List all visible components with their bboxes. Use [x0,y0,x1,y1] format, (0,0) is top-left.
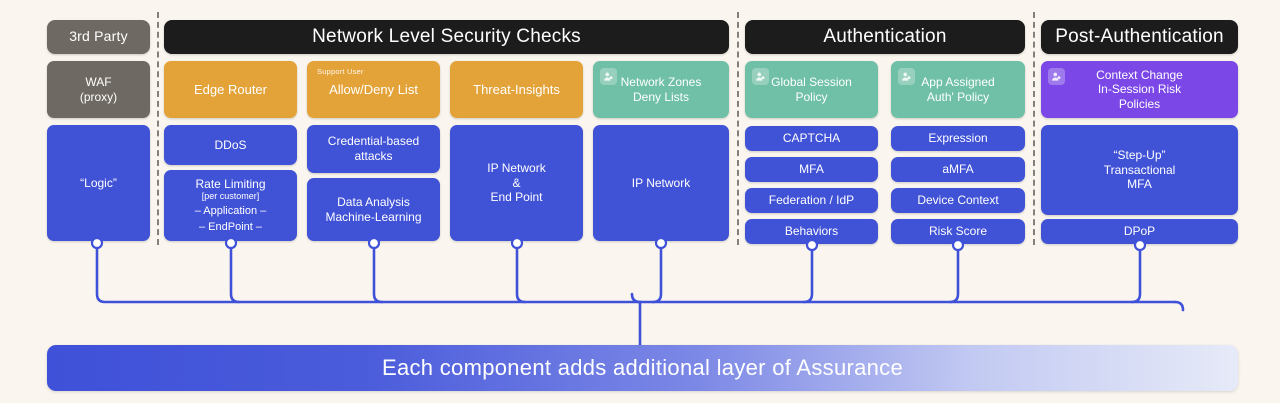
tile-amfa[interactable]: aMFA [891,157,1025,182]
tile-expression-label: Expression [928,131,988,146]
tile-credential-line1: Credential-based [327,134,420,149]
tile-federation-idp-label: Federation / IdP [768,193,855,208]
tile-mfa[interactable]: MFA [745,157,878,182]
tile-network-zones-deny-lists[interactable]: Network Zones Deny Lists [593,61,729,118]
tile-global-session-line2: Policy [795,89,828,104]
tile-logic[interactable]: “Logic” [47,125,150,241]
tile-dpop-label: DPoP [1123,224,1156,239]
tile-ip-network-label: IP Network [631,175,691,190]
tile-rate-limiting-line4: – EndPoint – [199,220,262,233]
tile-waf-line2: (proxy) [79,89,118,104]
column-separator-1 [157,12,159,245]
tile-threat-insights-label: Threat-Insights [473,81,560,97]
tile-rate-limiting-line3: – Application – [194,205,267,218]
column-separator-3 [1033,12,1035,245]
tile-allow-deny-micro-label: Support User [317,67,364,76]
tile-behaviors-label: Behaviors [784,224,839,239]
tile-rate-limiting-title: Rate Limiting [195,176,266,191]
header-third-party[interactable]: 3rd Party [47,20,150,54]
tile-step-up-transactional-mfa[interactable]: “Step-Up” Transactional MFA [1041,125,1238,215]
tile-context-change-policies[interactable]: Context Change In-Session Risk Policies [1041,61,1238,118]
tile-mfa-label: MFA [799,162,824,177]
tile-context-change-line2: In-Session Risk [1097,82,1182,97]
tile-captcha-label: CAPTCHA [782,131,841,146]
tile-rate-limiting-sub: [per customer] [201,191,260,202]
tile-waf-proxy[interactable]: WAF (proxy) [47,61,150,118]
header-post-authentication-label: Post-Authentication [1055,26,1224,48]
tile-risk-score-label: Risk Score [928,224,987,239]
tile-edge-router[interactable]: Edge Router [164,61,297,118]
tile-data-analysis-ml[interactable]: Data Analysis Machine-Learning [307,178,440,241]
tile-app-assigned-line2: Auth' Policy [926,89,990,104]
tile-edge-router-label: Edge Router [194,81,267,97]
user-badge-icon [1048,68,1065,85]
tile-context-change-line3: Policies [1118,96,1161,111]
tile-expression[interactable]: Expression [891,126,1025,151]
tile-allow-deny-label: Allow/Deny List [329,81,418,97]
tile-federation-idp[interactable]: Federation / IdP [745,188,878,213]
tile-risk-score[interactable]: Risk Score [891,219,1025,244]
tile-ip-network-endpoint-line1: IP Network [487,161,546,176]
tile-ip-network-endpoint-line2: & [512,175,521,190]
header-third-party-label: 3rd Party [69,28,128,45]
tile-ip-network-endpoint-line3: End Point [490,190,543,205]
user-badge-icon [600,68,617,85]
tile-step-up-line1: “Step-Up” [1113,148,1166,163]
tile-device-context-label: Device Context [917,193,999,208]
tile-network-zones-line2: Deny Lists [632,89,690,104]
tile-network-zones-line1: Network Zones [620,74,702,89]
tile-credential-line2: attacks [354,149,393,163]
tile-waf-line1: WAF [85,74,112,89]
tile-ddos-label: DDoS [214,137,247,152]
header-authentication-label: Authentication [823,26,947,48]
tile-dpop[interactable]: DPoP [1041,219,1238,244]
tile-app-assigned-auth-policy[interactable]: App Assigned Auth' Policy [891,61,1025,118]
header-network-level-security-checks[interactable]: Network Level Security Checks [164,20,729,54]
user-badge-icon [898,68,915,85]
tile-logic-label: “Logic” [80,175,117,190]
tile-behaviors[interactable]: Behaviors [745,219,878,244]
tile-ip-network-endpoint[interactable]: IP Network & End Point [450,125,583,241]
tile-step-up-line3: MFA [1127,177,1152,192]
tile-amfa-label: aMFA [942,162,974,177]
user-badge-icon [752,68,769,85]
tile-ddos[interactable]: DDoS [164,125,297,165]
tile-global-session-line1: Global Session [771,74,852,89]
tile-context-change-line1: Context Change [1096,67,1183,82]
tile-step-up-line2: Transactional [1103,162,1176,177]
tile-ip-network[interactable]: IP Network [593,125,729,241]
tile-threat-insights[interactable]: Threat-Insights [450,61,583,118]
tile-captcha[interactable]: CAPTCHA [745,126,878,151]
header-network-label: Network Level Security Checks [312,26,581,48]
tile-device-context[interactable]: Device Context [891,188,1025,213]
assurance-banner-label: Each component adds additional layer of … [381,355,904,380]
tile-rate-limiting[interactable]: Rate Limiting [per customer] – Applicati… [164,170,297,241]
tile-app-assigned-line1: App Assigned [921,74,995,89]
header-authentication[interactable]: Authentication [745,20,1025,54]
tile-data-analysis-line1: Data Analysis [337,194,410,209]
header-post-authentication[interactable]: Post-Authentication [1041,20,1238,54]
tile-global-session-policy[interactable]: Global Session Policy [745,61,878,118]
assurance-banner: Each component adds additional layer of … [47,345,1238,391]
column-separator-2 [737,12,739,245]
tile-credential-based-attacks[interactable]: Credential-based attacks [307,125,440,173]
tile-data-analysis-line2: Machine-Learning [325,209,422,224]
tile-allow-deny-list[interactable]: Support User Allow/Deny List [307,61,440,118]
